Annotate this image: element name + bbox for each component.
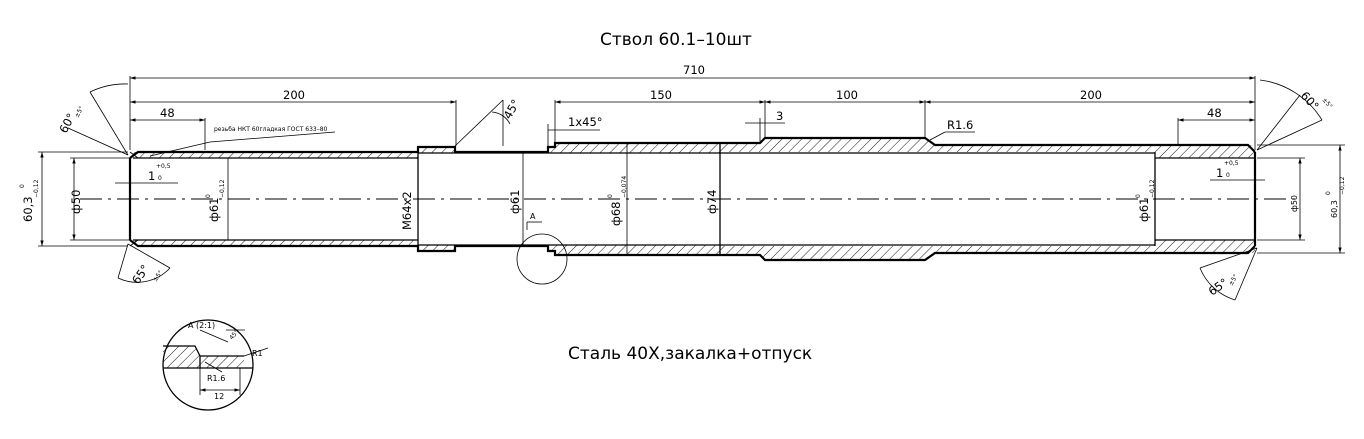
dim-d603-left-tol-up: 0 — [19, 184, 26, 188]
dim-d50-left: ф50 — [69, 190, 83, 214]
dim-150: 150 — [650, 88, 672, 102]
dim-d61c-tol-up: 0 — [1135, 194, 1142, 198]
detail-a-dim12: 12 — [214, 392, 224, 401]
dim-d603-right: 60,3 — [1330, 200, 1339, 218]
dim-angle65-left-tol: ±5° — [152, 269, 165, 283]
material-note: Сталь 40Х,закалка+отпуск — [568, 344, 812, 364]
dim-right-200: 200 — [1080, 88, 1102, 102]
dim-chamfer: 1x45° — [568, 115, 603, 129]
dim-angle65-right-tol: ±5° — [1228, 273, 1240, 287]
dim-angle65-right: 65° — [1206, 275, 1231, 298]
detail-a-r1: R1 — [252, 349, 263, 358]
dim-left-200: 200 — [283, 88, 305, 102]
dim-one-right: 1 — [1216, 166, 1223, 180]
dim-left-48: 48 — [160, 106, 175, 120]
dim-right-48: 48 — [1207, 106, 1222, 120]
thread-note: резьба НКТ 60гладкая ГОСТ 633–80 — [214, 126, 328, 133]
dim-100: 100 — [836, 88, 858, 102]
dim-d61c: ф61 — [1137, 198, 1151, 222]
dim-d61a-tol-up: 0 — [205, 194, 212, 198]
dim-angle45: 45° — [500, 97, 522, 122]
dim-d50-right: ф50 — [1290, 195, 1299, 212]
dim-one-right-tol-up: +0,5 — [1224, 160, 1239, 167]
dim-angle65-left: 65° — [129, 262, 152, 287]
dim-one-right-tol-low: 0 — [1226, 172, 1230, 179]
detail-a-r16: R1.6 — [207, 374, 225, 383]
dimension-lines — [38, 76, 1345, 301]
dim-angle60-right-tol: ±5° — [1321, 97, 1334, 110]
dim-angle60-left-tol: ±5° — [74, 105, 86, 119]
dim-d603-right-tol-low: −0,12 — [1339, 176, 1346, 195]
dim-d61b: ф61 — [508, 190, 522, 214]
dim-one-left: 1 — [148, 169, 155, 183]
detail-a-angle: 45° — [228, 329, 240, 342]
detail-a — [162, 319, 269, 411]
dim-one-left-tol-up: +0,5 — [156, 163, 171, 170]
dim-d61a: ф61 — [207, 198, 221, 222]
shaft-body — [80, 136, 1295, 262]
dim-d74: ф74 — [705, 190, 719, 214]
dim-d68: ф68 — [609, 202, 623, 226]
dim-d603-left: 60,3 — [21, 196, 35, 222]
dim-total: 710 — [683, 63, 705, 77]
dim-d68-tol-up: 0 — [607, 194, 614, 198]
dim-d603-left-tol-low: −0,12 — [33, 179, 40, 198]
section-a-label: А — [530, 212, 536, 221]
dim-d603-right-tol-up: 0 — [1325, 191, 1332, 195]
dim-d61c-tol-low: −0,12 — [1149, 179, 1156, 198]
dim-one-left-tol-low: 0 — [158, 175, 162, 182]
dim-d61a-tol-low: −0,12 — [219, 179, 226, 198]
drawing-title: Ствол 60.1–10шт — [600, 30, 752, 50]
detail-a-label: А (2:1) — [188, 321, 215, 330]
dim-d68-tol-low: −0,074 — [621, 176, 628, 198]
dim-3: 3 — [776, 109, 783, 123]
dim-angle60-right: 60° — [1298, 89, 1322, 114]
dim-m64: М64х2 — [400, 191, 414, 230]
dim-r16: R1.6 — [947, 118, 973, 132]
